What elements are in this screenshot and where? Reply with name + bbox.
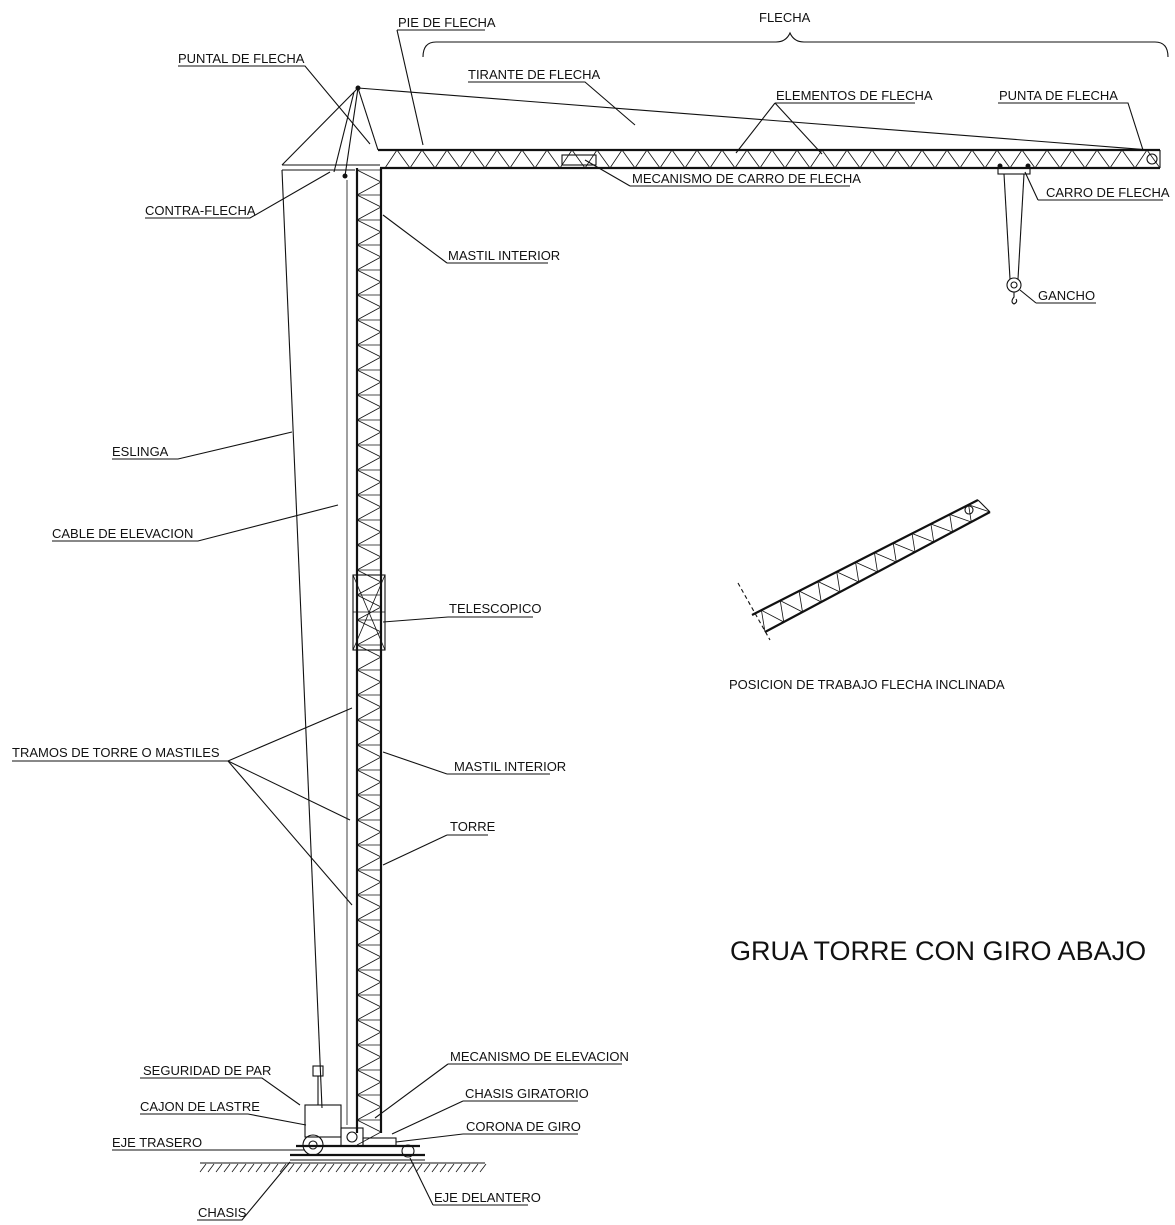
label-elementos-de-flecha: ELEMENTOS DE FLECHA: [776, 88, 933, 103]
jib: [378, 148, 1161, 170]
jib-tip-pulley: [1146, 153, 1158, 165]
diagram-title: GRUA TORRE CON GIRO ABAJO: [730, 936, 1146, 966]
tower-mast: [346, 168, 386, 1146]
base-chassis: [199, 1065, 487, 1173]
label-torre: TORRE: [450, 819, 496, 834]
inclined-jib-view: [737, 499, 991, 641]
jib-trolley: [997, 163, 1031, 280]
leader-lines: [12, 29, 1163, 1221]
label-pie-de-flecha: PIE DE FLECHA: [398, 15, 496, 30]
label-cable-de-elevacion: CABLE DE ELEVACION: [52, 526, 193, 541]
label-puntal-de-flecha: PUNTAL DE FLECHA: [178, 51, 305, 66]
label-mastil-interior-top: MASTIL INTERIOR: [448, 248, 560, 263]
label-contra-flecha: CONTRA-FLECHA: [145, 203, 256, 218]
label-mastil-interior-bottom: MASTIL INTERIOR: [454, 759, 566, 774]
label-gancho: GANCHO: [1038, 288, 1095, 303]
front-wheel: [401, 1144, 415, 1158]
telescopic-section: [352, 574, 386, 651]
label-flecha: FLECHA: [759, 10, 811, 25]
label-eje-trasero: EJE TRASERO: [112, 1135, 202, 1150]
rear-wheel: [302, 1134, 324, 1156]
hook: [1006, 277, 1022, 305]
label-chasis-giratorio: CHASIS GIRATORIO: [465, 1086, 589, 1101]
label-posicion-inclinada: POSICION DE TRABAJO FLECHA INCLINADA: [729, 677, 1005, 692]
ballast-box: [304, 1104, 342, 1138]
label-corona-de-giro: CORONA DE GIRO: [466, 1119, 581, 1134]
label-seguridad-de-par: SEGURIDAD DE PAR: [143, 1063, 271, 1078]
label-telescopico: TELESCOPICO: [449, 601, 541, 616]
sling-cable: [281, 169, 323, 1109]
label-tramos-de-torre: TRAMOS DE TORRE O MASTILES: [12, 745, 220, 760]
label-punta-de-flecha: PUNTA DE FLECHA: [999, 88, 1118, 103]
flecha-brace: [422, 31, 1169, 58]
label-mecanismo-de-elevacion: MECANISMO DE ELEVACION: [450, 1049, 629, 1064]
jib-trolley-mechanism: [561, 154, 597, 166]
label-tirante-de-flecha: TIRANTE DE FLECHA: [468, 67, 601, 82]
label-chasis: CHASIS: [198, 1205, 247, 1220]
label-mecanismo-de-carro-de-flecha: MECANISMO DE CARRO DE FLECHA: [632, 171, 861, 186]
counter-jib: [281, 85, 1151, 179]
label-eslinga: ESLINGA: [112, 444, 169, 459]
label-cajon-de-lastre: CAJON DE LASTRE: [140, 1099, 260, 1114]
label-eje-delantero: EJE DELANTERO: [434, 1190, 541, 1205]
label-carro-de-flecha: CARRO DE FLECHA: [1046, 185, 1170, 200]
